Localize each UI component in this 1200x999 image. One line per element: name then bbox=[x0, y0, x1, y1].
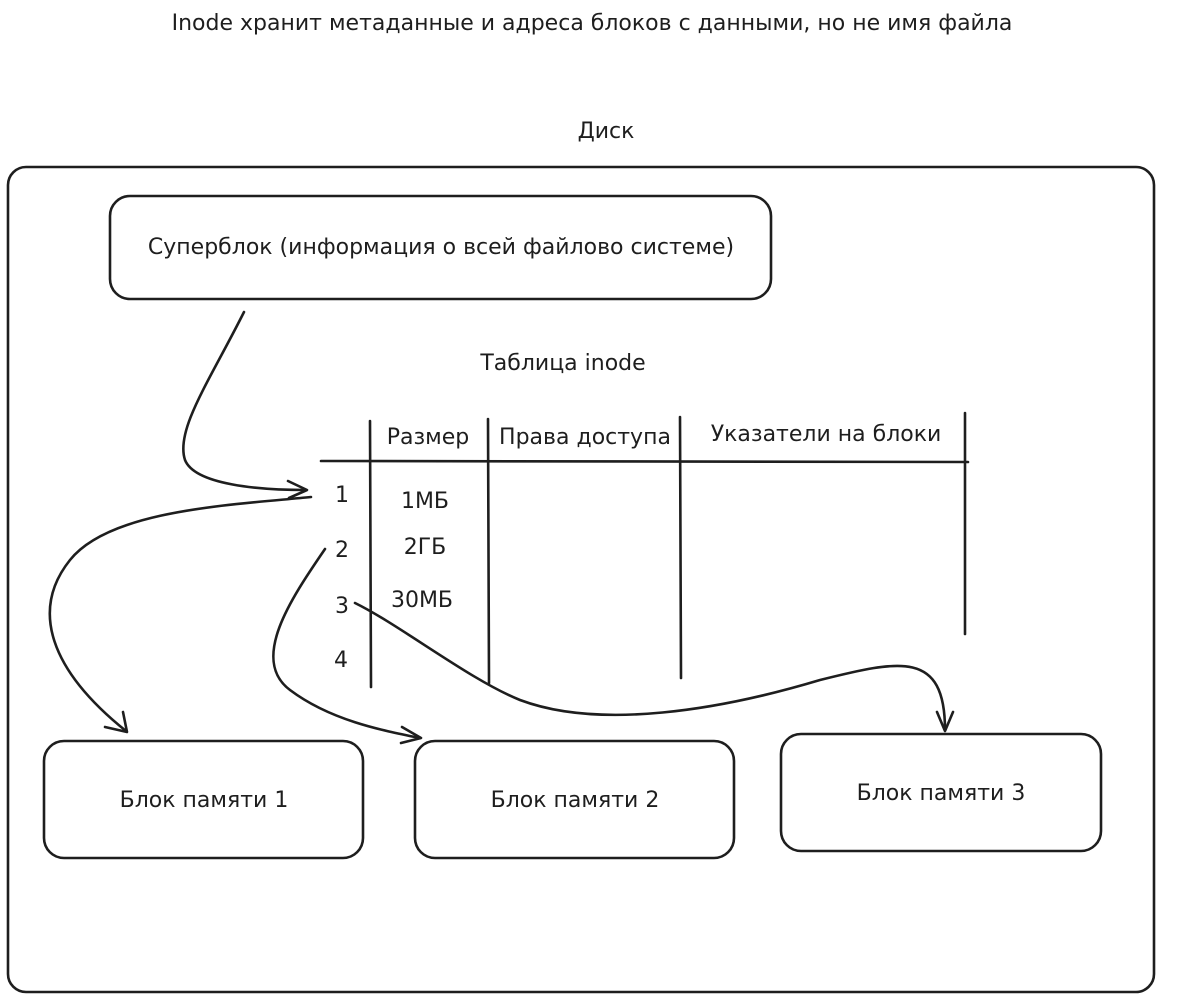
arrow-line bbox=[272, 547, 422, 740]
table-col-divider bbox=[678, 415, 683, 680]
superblock-box bbox=[108, 194, 773, 301]
arrowhead bbox=[935, 710, 955, 733]
row-number: 3 bbox=[335, 594, 349, 619]
table-header-line bbox=[319, 459, 970, 464]
arrowhead bbox=[103, 710, 129, 734]
arrow-row1-to-block1 bbox=[48, 495, 313, 734]
arrowhead bbox=[399, 725, 423, 745]
arrow-line bbox=[353, 601, 947, 732]
table-col-divider bbox=[368, 419, 373, 689]
memory-block-label: Блок памяти 1 bbox=[120, 788, 289, 813]
memory-block-label: Блок памяти 2 bbox=[491, 788, 660, 813]
size-cell: 1МБ bbox=[401, 489, 449, 514]
column-header: Размер bbox=[387, 425, 470, 450]
size-cell: 2ГБ bbox=[404, 535, 447, 560]
arrowhead bbox=[286, 479, 309, 500]
inode-table: Размер Права доступа Указатели на блоки … bbox=[319, 411, 970, 689]
memory-block-2: Блок памяти 2 bbox=[413, 739, 736, 860]
table-col-divider bbox=[486, 417, 491, 685]
superblock-label: Суперблок (информация о всей файлово сис… bbox=[148, 235, 734, 260]
memory-block-box bbox=[413, 739, 736, 860]
memory-block-3: Блок памяти 3 bbox=[779, 732, 1103, 853]
row-number: 4 bbox=[334, 648, 348, 673]
disk-label: Диск bbox=[578, 119, 635, 144]
memory-block-box bbox=[42, 739, 365, 860]
arrow-line bbox=[48, 495, 313, 733]
superblock: Суперблок (информация о всей файлово сис… bbox=[108, 194, 773, 301]
arrow-row3-to-block3 bbox=[353, 601, 955, 733]
row-number: 1 bbox=[335, 483, 349, 508]
column-header: Права доступа bbox=[499, 425, 671, 450]
memory-block-label: Блок памяти 3 bbox=[857, 781, 1026, 806]
arrow-row2-to-block2 bbox=[272, 547, 423, 745]
arrow-line bbox=[182, 310, 308, 492]
inode-table-title: Таблица inode bbox=[479, 351, 645, 376]
arrow-superblock-to-table bbox=[182, 310, 309, 500]
size-cell: 30МБ bbox=[391, 588, 453, 613]
diagram-title: Inode хранит метаданные и адреса блоков … bbox=[172, 11, 1013, 36]
row-number: 2 bbox=[335, 538, 349, 563]
column-header: Указатели на блоки bbox=[711, 422, 942, 447]
memory-block-box bbox=[779, 732, 1103, 853]
memory-block-1: Блок памяти 1 bbox=[42, 739, 365, 860]
